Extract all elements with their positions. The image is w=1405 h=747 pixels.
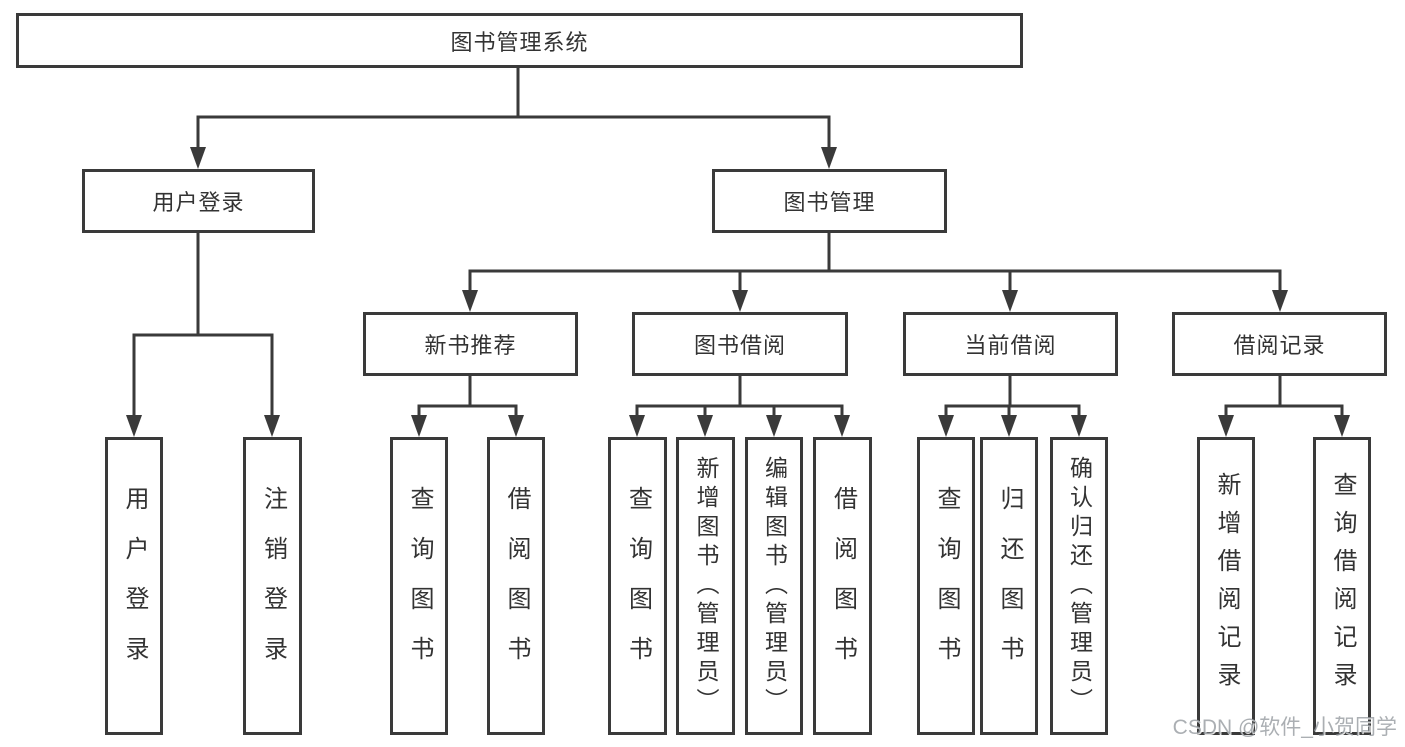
leaf-logout-label: 注销登录 <box>259 486 287 686</box>
node-borrow-records-label: 借阅记录 <box>1233 333 1326 358</box>
leaf-br-query-record: 查询借阅记录 <box>1313 437 1371 735</box>
edge-book-borrow-children <box>635 374 844 421</box>
leaf-user-login-label: 用户登录 <box>121 486 148 686</box>
leaf-rec-query-books-label: 查询图书 <box>406 486 433 686</box>
leaf-br-add-record: 新增借阅记录 <box>1197 437 1255 735</box>
leaf-rec-borrow-books: 借阅图书 <box>487 437 545 735</box>
leaf-cb-return-books-label: 归还图书 <box>996 486 1023 686</box>
node-user-login-label: 用户登录 <box>152 190 245 215</box>
leaf-cb-return-books: 归还图书 <box>980 437 1038 735</box>
edge-book-mgmt-to-level2 <box>468 231 1282 296</box>
leaf-bb-add-books-admin: 新增图书（管理员） <box>676 437 735 735</box>
leaf-logout: 注销登录 <box>243 437 302 735</box>
leaf-bb-edit-books-admin-label: 编辑图书（管理员） <box>761 455 788 717</box>
leaf-bb-query-books-label: 查询图书 <box>624 486 652 686</box>
leaf-bb-query-books: 查询图书 <box>608 437 667 735</box>
edge-root-to-level1 <box>196 66 831 153</box>
leaf-bb-borrow-books: 借阅图书 <box>813 437 872 735</box>
arrowheads <box>126 147 1350 437</box>
edge-current-borrow-children <box>944 374 1081 421</box>
edge-new-book-children <box>417 374 518 421</box>
csdn-watermark: CSDN @软件_小贺同学 <box>1172 716 1397 739</box>
leaf-bb-borrow-books-label: 借阅图书 <box>829 486 857 686</box>
edge-user-login-children <box>132 231 274 421</box>
leaf-cb-confirm-return-admin: 确认归还（管理员） <box>1050 437 1108 735</box>
leaf-rec-borrow-books-label: 借阅图书 <box>503 486 530 686</box>
leaf-cb-confirm-return-admin-label: 确认归还（管理员） <box>1066 455 1093 717</box>
node-new-book-recommend-label: 新书推荐 <box>424 333 517 358</box>
node-library-management-system: 图书管理系统 <box>16 13 1023 68</box>
node-book-management-label: 图书管理 <box>783 190 876 215</box>
node-user-login: 用户登录 <box>82 169 315 233</box>
node-borrow-records: 借阅记录 <box>1172 312 1387 376</box>
node-new-book-recommend: 新书推荐 <box>363 312 578 376</box>
node-book-borrow: 图书借阅 <box>632 312 848 376</box>
node-library-management-system-label: 图书管理系统 <box>450 29 589 55</box>
node-book-borrow-label: 图书借阅 <box>693 333 786 358</box>
leaf-user-login: 用户登录 <box>105 437 163 735</box>
node-current-borrow: 当前借阅 <box>903 312 1118 376</box>
leaf-cb-query-books: 查询图书 <box>917 437 975 735</box>
node-book-management: 图书管理 <box>712 169 947 233</box>
leaf-cb-query-books-label: 查询图书 <box>933 486 960 686</box>
leaf-bb-edit-books-admin: 编辑图书（管理员） <box>745 437 803 735</box>
leaf-br-add-record-label: 新增借阅记录 <box>1213 472 1240 700</box>
leaf-br-query-record-label: 查询借阅记录 <box>1329 472 1356 700</box>
node-current-borrow-label: 当前借阅 <box>964 333 1057 358</box>
leaf-rec-query-books: 查询图书 <box>390 437 448 735</box>
edge-borrow-records-children <box>1224 374 1344 421</box>
leaf-bb-add-books-admin-label: 新增图书（管理员） <box>693 455 719 717</box>
